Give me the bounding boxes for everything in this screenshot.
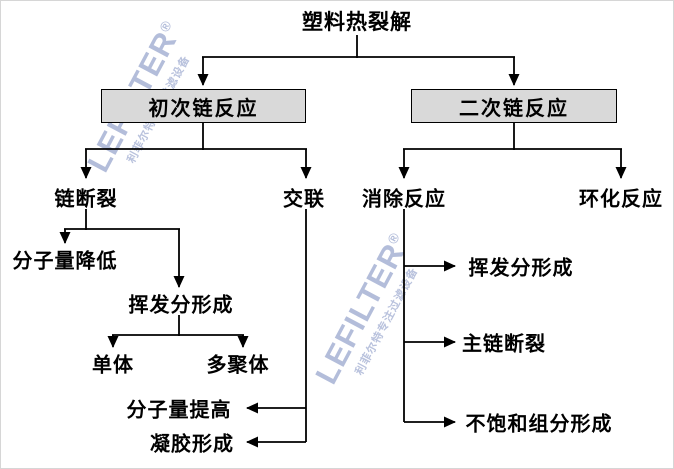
node-volatile-formation-2: 挥发分形成 bbox=[468, 257, 574, 280]
node-unsaturated-formation: 不饱和组分形成 bbox=[465, 413, 613, 436]
node-main-chain-scission: 主链断裂 bbox=[462, 333, 546, 356]
node-cyclization: 环化反应 bbox=[579, 188, 663, 211]
node-mw-decrease: 分子量降低 bbox=[12, 250, 118, 273]
primary-chain-reaction-box: 初次链反应 bbox=[101, 89, 306, 123]
node-monomer: 单体 bbox=[92, 354, 134, 377]
node-oligomer: 多聚体 bbox=[206, 354, 270, 377]
node-crosslinking: 交联 bbox=[283, 188, 325, 211]
node-gel-formation: 凝胶形成 bbox=[150, 433, 234, 456]
secondary-chain-reaction-box: 二次链反应 bbox=[411, 89, 617, 123]
node-volatile-formation: 挥发分形成 bbox=[128, 294, 234, 317]
diagram-title: 塑料热裂解 bbox=[302, 11, 412, 34]
node-chain-scission: 链断裂 bbox=[54, 188, 118, 211]
node-elimination: 消除反应 bbox=[362, 188, 446, 211]
node-mw-increase: 分子量提高 bbox=[126, 399, 232, 422]
